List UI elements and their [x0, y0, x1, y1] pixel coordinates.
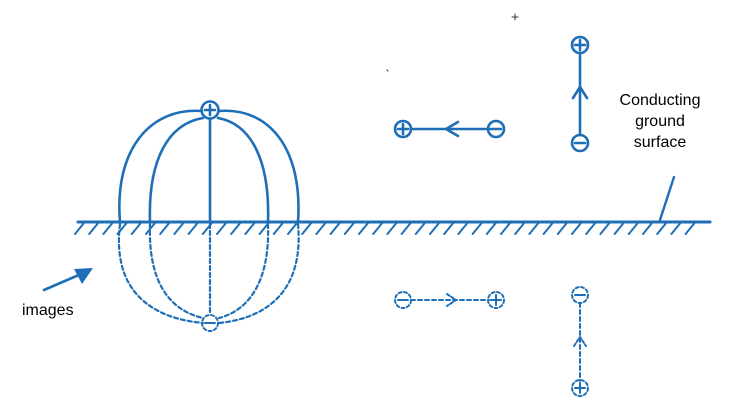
hatch-mark [599, 222, 611, 235]
image-vertical-dipole [571, 286, 589, 397]
hatch-mark [500, 222, 511, 235]
image-vertical-bottom-end [571, 379, 589, 397]
images-pointer-arrow [42, 268, 93, 292]
hatch-mark [471, 222, 483, 235]
hatch-mark [656, 222, 668, 235]
vertical-dipole-positive-end [570, 35, 590, 55]
hatch-mark [88, 222, 100, 235]
images-label: images [22, 302, 74, 319]
arrow-up [571, 85, 589, 100]
hatch-mark [230, 222, 242, 235]
hatch-mark [613, 222, 625, 235]
hatch-mark [585, 222, 597, 235]
hatch-mark [187, 222, 199, 235]
hatch-mark [358, 222, 369, 235]
hatch-mark [571, 222, 582, 235]
image-charge-negative [201, 314, 219, 332]
hatch-mark [372, 222, 384, 235]
ground-surface-label: Conducting ground surface [600, 90, 720, 153]
image-charge-field-lines [117, 222, 300, 325]
hatch-mark [485, 222, 497, 235]
arrow-left [444, 120, 460, 138]
hatch-mark [670, 222, 682, 235]
field-line-outer-right [217, 109, 300, 224]
vertical-dipole-negative-end [570, 133, 590, 153]
real-charge-positive [200, 100, 220, 120]
hatch-mark [216, 222, 227, 235]
hatch-mark [272, 222, 284, 235]
hatch-mark [102, 222, 114, 235]
hatch-mark [457, 222, 469, 235]
real-charge-field-lines [118, 109, 300, 224]
real-vertical-dipole [570, 35, 590, 153]
ground-surface-label-line2: ground [635, 113, 685, 130]
field-line-inner-right [216, 116, 270, 224]
hatch-mark [400, 222, 412, 235]
hatch-mark [542, 222, 554, 235]
ground-hatching [74, 222, 696, 235]
hatch-mark [386, 222, 398, 235]
hatch-mark [627, 222, 639, 235]
hatch-mark [528, 222, 540, 235]
hatch-mark [343, 222, 355, 235]
ground-surface-label-line3: surface [633, 134, 687, 151]
image-horizontal-negative-end [394, 291, 412, 309]
image-arrow-right [446, 293, 457, 307]
hatch-mark [244, 222, 256, 235]
hatch-mark [414, 222, 426, 235]
image-horizontal-positive-end [487, 291, 505, 309]
hatch-mark [556, 222, 568, 235]
ground-surface-label-line1: Conducting [619, 92, 701, 109]
image-horizontal-dipole [394, 291, 505, 309]
hatch-mark [329, 222, 341, 235]
hatch-mark [429, 222, 440, 235]
stray-marks [386, 13, 519, 72]
hatch-mark [514, 222, 526, 235]
hatch-mark [74, 222, 85, 235]
hatch-mark [173, 222, 185, 235]
hatch-mark [684, 222, 696, 235]
hatch-mark [130, 222, 142, 235]
hatch-mark [287, 222, 298, 235]
dipole-positive-end [393, 119, 413, 139]
hatch-mark [159, 222, 171, 235]
hatch-mark [315, 222, 327, 235]
hatch-mark [443, 222, 455, 235]
field-line-outer-left [118, 109, 204, 224]
hatch-mark [301, 222, 313, 235]
image-vertical-top-end [571, 286, 589, 304]
dipole-negative-end [486, 119, 506, 139]
field-line-inner-left [148, 116, 205, 224]
real-horizontal-dipole [393, 119, 506, 139]
ground-label-leader [658, 175, 676, 222]
image-arrow-up [573, 336, 587, 347]
hatch-mark [642, 222, 653, 235]
